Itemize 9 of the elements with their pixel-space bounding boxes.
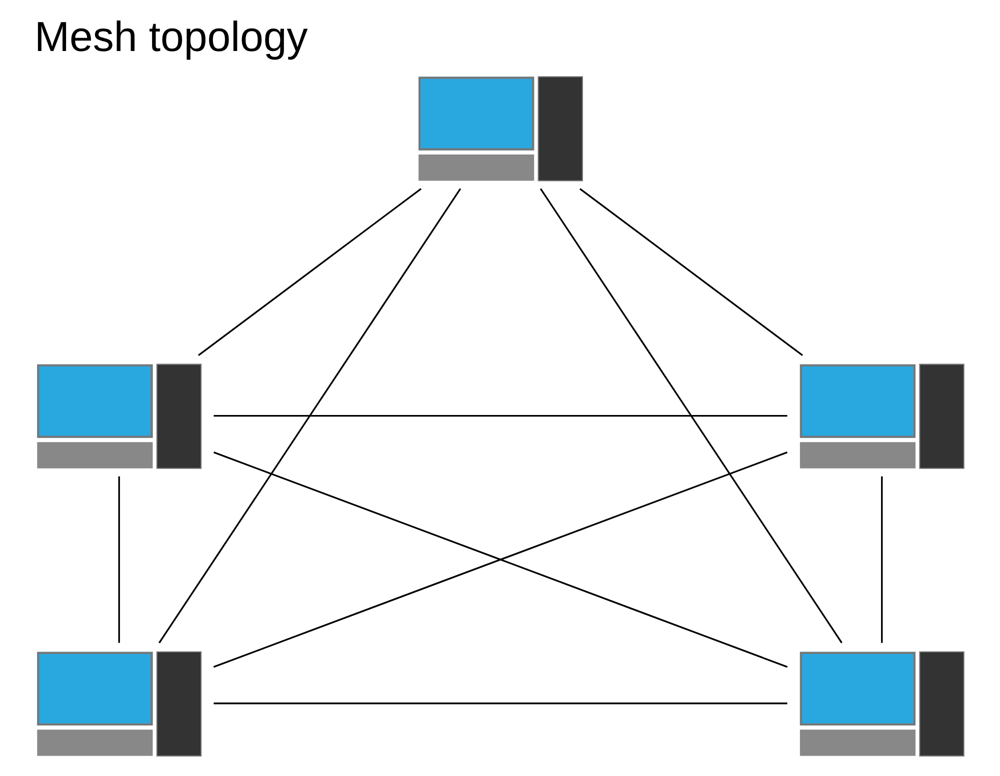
connector (118, 476, 120, 642)
connector (158, 188, 461, 643)
connector (539, 188, 842, 643)
connector (880, 476, 882, 642)
connector (578, 188, 802, 356)
connector (213, 702, 787, 704)
diagram-title: Mesh topology (34, 12, 308, 60)
connector (198, 188, 422, 356)
connector (213, 414, 787, 416)
